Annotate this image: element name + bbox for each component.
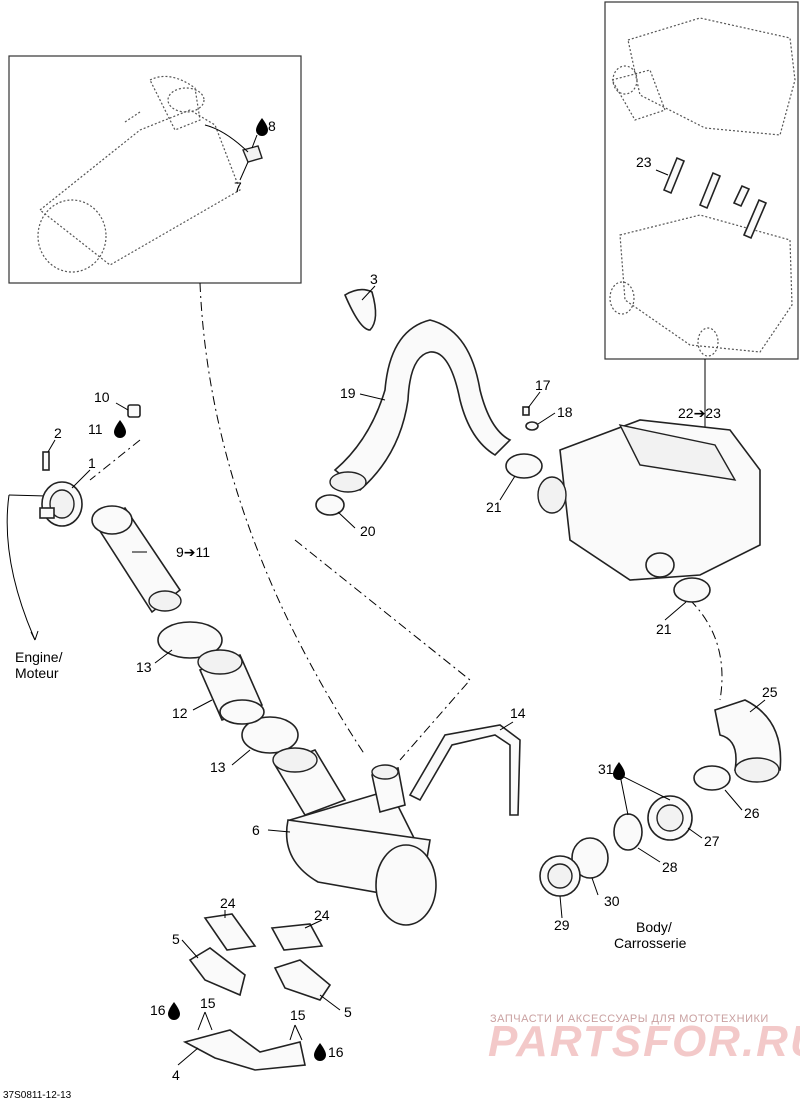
- hose-clamp: [157, 621, 223, 659]
- label-18: 18: [557, 404, 573, 420]
- label-30: 30: [604, 893, 620, 909]
- muffler-support: [273, 959, 332, 1001]
- muffler-detail-inset: [8, 55, 302, 284]
- foam-strips: [662, 156, 768, 240]
- label-4: 4: [172, 1067, 180, 1083]
- label-9-to-11: 9➔11: [176, 544, 210, 560]
- liquid-drop-icon: [256, 118, 268, 136]
- adhesive-pad: [270, 923, 324, 951]
- outlet-fitting: [647, 795, 693, 841]
- liquid-drop-icon: [114, 420, 126, 438]
- part-labels: 1 2 3 4 5 5 6 7 8 9➔11 10 11 12 13 13 14…: [54, 118, 778, 1083]
- rubber-sleeve: [197, 649, 265, 725]
- label-28: 28: [662, 859, 678, 875]
- liquid-drop-icon: [314, 1043, 326, 1061]
- body-note-line2: Carrosserie: [614, 935, 687, 951]
- label-12: 12: [172, 705, 188, 721]
- label-10: 10: [94, 389, 110, 405]
- resonator-detail-inset: [604, 1, 799, 360]
- gasket: [613, 813, 643, 851]
- engine-note-line2: Moteur: [15, 665, 59, 681]
- label-14: 14: [510, 705, 526, 721]
- adhesive-pad: [203, 913, 257, 951]
- label-24: 24: [220, 895, 236, 911]
- exhaust-outlet-pipe: [91, 505, 182, 614]
- washer: [525, 421, 539, 431]
- hose-clamp: [241, 716, 299, 754]
- label-25: 25: [762, 684, 778, 700]
- sensor-plug: [242, 145, 263, 163]
- label-26: 26: [744, 805, 760, 821]
- hose-clamp: [693, 765, 731, 791]
- drawing-code: 37S0811-12-13: [3, 1090, 72, 1101]
- resonator-ghost-outline: [609, 17, 796, 357]
- v-band-clamp: [39, 481, 83, 527]
- label-16: 16: [328, 1044, 344, 1060]
- engine-note-line1: Engine/: [15, 649, 63, 665]
- bolt: [522, 406, 530, 416]
- retaining-nut: [539, 855, 581, 897]
- muffler-ghost-outline: [37, 75, 263, 273]
- label-13: 13: [136, 659, 152, 675]
- hose-clamp: [505, 453, 543, 479]
- label-8: 8: [268, 118, 276, 134]
- resonator: [537, 419, 761, 581]
- muffler: [272, 747, 437, 926]
- label-15: 15: [290, 1007, 306, 1023]
- label-21: 21: [486, 499, 502, 515]
- label-1: 1: [88, 455, 96, 471]
- label-15: 15: [200, 995, 216, 1011]
- label-7: 7: [234, 179, 242, 195]
- hose-clamp: [673, 577, 711, 603]
- label-2: 2: [54, 425, 62, 441]
- label-20: 20: [360, 523, 376, 539]
- label-5: 5: [172, 931, 180, 947]
- label-3: 3: [370, 271, 378, 287]
- stud: [42, 451, 50, 471]
- mounting-bracket: [182, 1029, 306, 1071]
- muffler-support: [188, 947, 246, 997]
- gasket: [571, 837, 609, 879]
- watermark-tagline: ЗАПЧАСТИ И АКСЕССУАРЫ ДЛЯ МОТОТЕХНИКИ: [490, 1013, 769, 1025]
- label-5: 5: [344, 1004, 352, 1020]
- label-29: 29: [554, 917, 570, 933]
- watermark-brand: PARTSFOR.RU: [488, 1017, 800, 1066]
- body-note-line1: Body/: [636, 919, 672, 935]
- label-17: 17: [535, 377, 551, 393]
- label-27: 27: [704, 833, 720, 849]
- label-23: 23: [636, 154, 652, 170]
- label-21: 21: [656, 621, 672, 637]
- label-6: 6: [252, 822, 260, 838]
- label-11: 11: [88, 421, 103, 437]
- liquid-drop-icon: [168, 1002, 180, 1020]
- leader-lines: [47, 134, 766, 1066]
- label-24: 24: [314, 907, 330, 923]
- label-19: 19: [340, 385, 356, 401]
- hose-ring: [315, 494, 345, 516]
- label-31: 31: [598, 761, 614, 777]
- drain-plug: [127, 404, 141, 418]
- label-22-to-23: 22➔23: [678, 405, 721, 421]
- label-16: 16: [150, 1002, 166, 1018]
- liquid-drop-icon: [613, 762, 625, 780]
- hose-ring: [343, 288, 377, 331]
- retaining-strap: [408, 724, 521, 816]
- exhaust-hose: [329, 319, 512, 493]
- label-13: 13: [210, 759, 226, 775]
- outlet-elbow: [714, 699, 782, 783]
